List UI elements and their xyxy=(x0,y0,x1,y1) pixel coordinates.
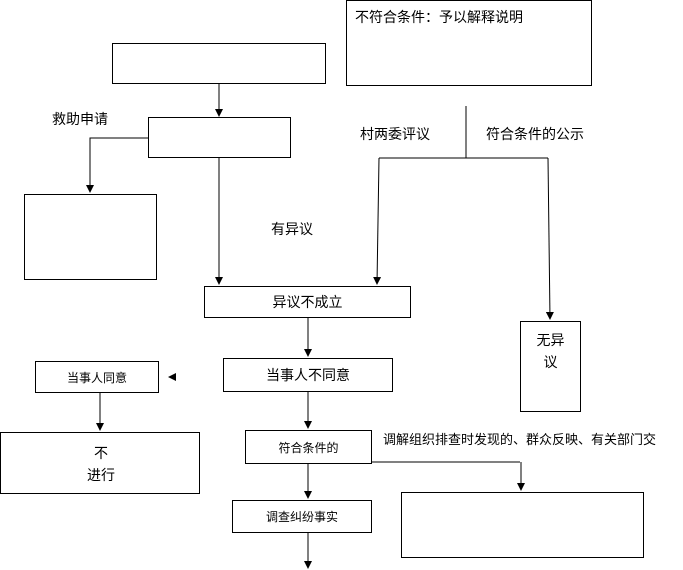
reject-explain-text: 不符合条件：予以解释说明 xyxy=(355,10,523,26)
no-objection-line2: 议 xyxy=(543,355,558,371)
objection-invalid-box: 异议不成立 xyxy=(204,286,411,318)
qualified-box: 符合条件的 xyxy=(245,430,372,464)
party-agree-box: 当事人同意 xyxy=(35,361,159,393)
not-proceed-line1: 不 xyxy=(94,446,108,462)
mediation-empty-box xyxy=(401,492,644,558)
no-objection-box: 无异 议 xyxy=(520,321,581,412)
investigate-box: 调查纠纷事实 xyxy=(232,500,372,533)
no-objection-line1: 无异 xyxy=(536,333,565,349)
reject-explain-box: 不符合条件：予以解释说明 xyxy=(346,0,592,86)
party-agree-text: 当事人同意 xyxy=(66,370,127,385)
arrow-publicity-to-no-objection xyxy=(545,157,554,320)
arrow-apply-to-left-box xyxy=(86,137,148,193)
not-proceed-box: 不 进行 xyxy=(0,432,200,494)
objection-invalid-text: 异议不成立 xyxy=(272,295,343,311)
not-proceed-text: 不 进行 xyxy=(1,443,201,487)
investigate-text: 调查纠纷事实 xyxy=(265,510,338,524)
not-proceed-line2: 进行 xyxy=(87,468,115,484)
party-disagree-box: 当事人不同意 xyxy=(223,358,393,392)
qualified-text: 符合条件的 xyxy=(278,440,339,455)
left-empty-box xyxy=(24,194,157,280)
mediation-sources-label: 调解组织排查时发现的、群众反映、有关部门交 xyxy=(383,433,657,448)
village-review-label: 村两委评议 xyxy=(360,127,430,143)
arrow-review-to-invalid xyxy=(373,157,382,285)
top-empty-box xyxy=(112,43,326,84)
party-disagree-text: 当事人不同意 xyxy=(266,368,350,384)
no-objection-text: 无异 议 xyxy=(521,330,580,374)
has-objection-label: 有异议 xyxy=(271,222,313,238)
small-left-arrowhead xyxy=(168,373,176,381)
rescue-apply-box xyxy=(148,117,291,158)
rescue-apply-label: 救助申请 xyxy=(52,112,108,128)
qualified-publicity-label: 符合条件的公示 xyxy=(486,127,584,143)
